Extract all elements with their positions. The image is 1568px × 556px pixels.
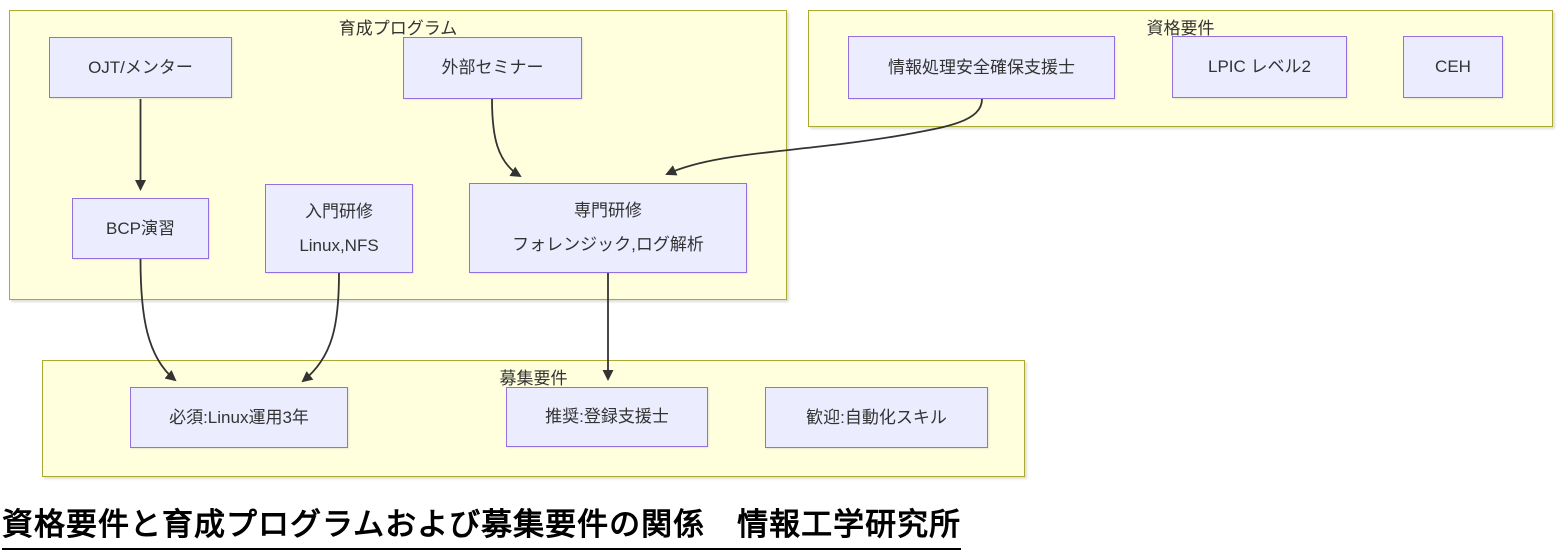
node-intro-training-subtitle: Linux,NFS (299, 235, 379, 255)
node-lpic-level2-label: LPIC レベル2 (1208, 57, 1311, 76)
node-intro-training-title: 入門研修 (305, 201, 373, 221)
node-ojt-mentor-label: OJT/メンター (88, 57, 193, 77)
node-required-linux-label: 必須:Linux運用3年 (169, 407, 309, 427)
node-external-seminar-label: 外部セミナー (441, 58, 544, 77)
node-advanced-training-subtitle: フォレンジック,ログ解析 (512, 235, 704, 254)
node-ceh-label: CEH (1435, 57, 1471, 76)
node-security-specialist-label: 情報処理安全確保支援士 (888, 57, 1075, 77)
node-ojt-mentor: OJT/メンター (49, 37, 232, 98)
node-lpic-level2: LPIC レベル2 (1172, 36, 1347, 98)
node-welcome-automation-label: 歓迎:自動化スキル (806, 407, 947, 427)
node-recommended-riss-label: 推奨:登録支援士 (545, 407, 669, 426)
diagram-caption: 資格要件と育成プログラムおよび募集要件の関係 情報工学研究所 (2, 499, 962, 550)
node-advanced-training-title: 専門研修 (574, 201, 642, 220)
group-training-program-title: 育成プログラム (338, 19, 458, 38)
group-recruitment-requirements-title: 募集要件 (499, 369, 568, 388)
node-advanced-training: 専門研修 フォレンジック,ログ解析 (469, 183, 747, 273)
node-welcome-automation: 歓迎:自動化スキル (765, 387, 988, 448)
group-qualification-requirements-title: 資格要件 (1146, 19, 1215, 38)
node-bcp-exercise: BCP演習 (72, 198, 209, 259)
node-intro-training: 入門研修 Linux,NFS (265, 184, 413, 273)
node-required-linux: 必須:Linux運用3年 (130, 387, 348, 448)
node-ceh: CEH (1403, 36, 1503, 98)
node-external-seminar: 外部セミナー (403, 37, 582, 99)
node-bcp-exercise-label: BCP演習 (106, 218, 175, 238)
node-security-specialist: 情報処理安全確保支援士 (848, 36, 1115, 99)
node-recommended-riss: 推奨:登録支援士 (506, 387, 708, 447)
